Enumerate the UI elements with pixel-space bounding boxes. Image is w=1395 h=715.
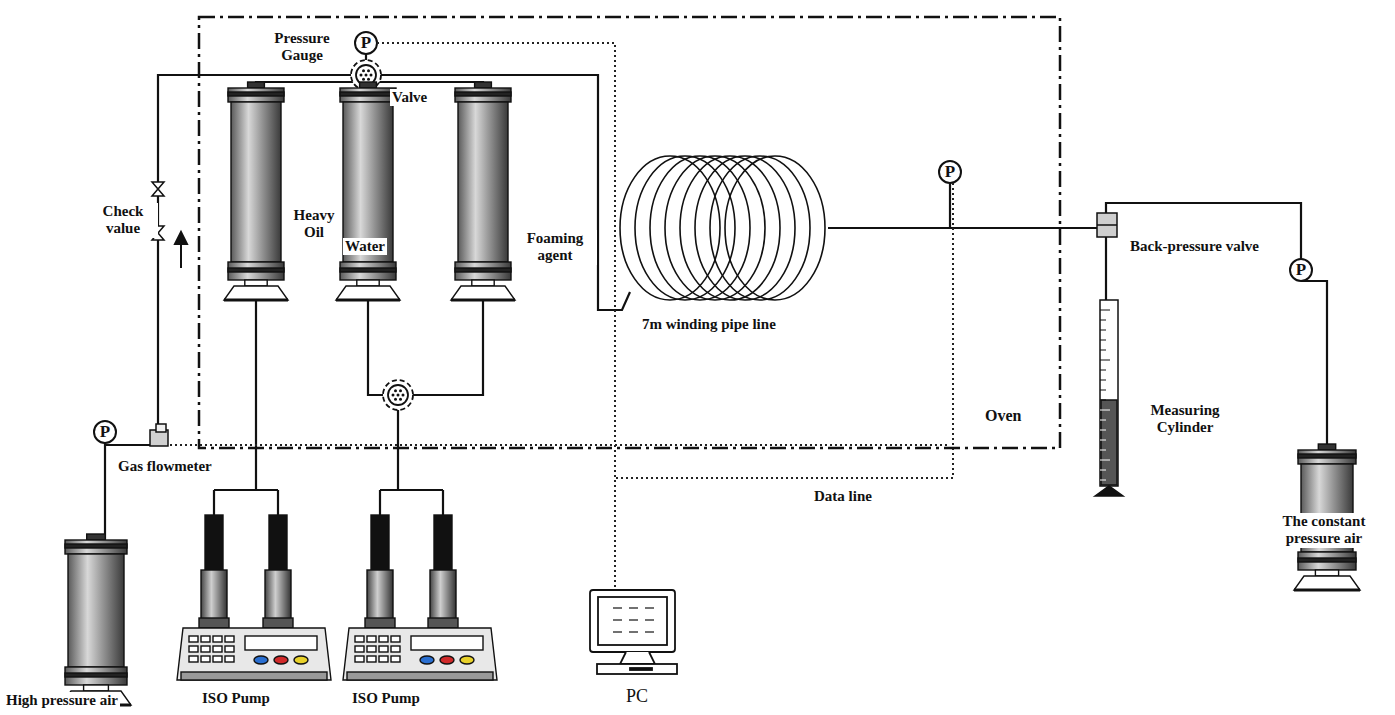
graduation-tick [1100,370,1106,371]
valve-port [402,394,405,397]
screen-mark [629,631,638,632]
back-pressure-valve-symbol [1097,213,1117,237]
piston-cylinder [61,534,131,705]
screen-mark [629,619,638,620]
iso-pump-symbol [343,515,497,680]
data-line [170,43,953,590]
graduation-tick [1100,390,1106,391]
graduation-tick [1100,400,1106,401]
flow-arrow [175,232,187,268]
valve-port [367,78,370,81]
graduation-tick [1100,450,1106,451]
gauge-letter: P [355,33,377,53]
screen-mark [645,631,654,632]
pump-label: ISO Pump [200,690,272,707]
check-valve-label: Check value [88,203,158,238]
graduation-tick [1100,360,1110,361]
valve-port [392,394,395,397]
valve-port [360,74,363,77]
graduation-tick [1100,330,1106,331]
graduation-tick [1100,410,1110,411]
flowmeter-label: Gas flowmeter [116,458,214,475]
graduation-tick [1100,340,1106,341]
pc-symbol [590,590,677,674]
pump-label: ISO Pump [350,690,422,707]
valve-port [394,389,397,392]
pipe-label: 7m winding pipe line [640,316,778,333]
valve-port [399,398,402,401]
valve-port [399,389,402,392]
pc-label: PC [624,686,650,707]
pressure-gauge-symbol [94,32,1312,443]
graduation-tick [1100,310,1110,311]
air-label: The constant pressure air [1257,513,1391,548]
data-line-label: Data line [812,488,874,505]
graduation-tick [1100,470,1106,471]
gauge-label: Pressure Gauge [250,30,354,65]
gauge-letter: P [94,422,116,442]
cylinder-label: Heavy Oil [287,207,341,242]
screen-mark [613,607,622,608]
gauge-letter: P [939,162,961,182]
graduation-tick [1100,460,1110,461]
graduation-tick [1100,430,1106,431]
measuring-cylinder-symbol [1095,300,1123,496]
gas-flowmeter-symbol [150,424,168,446]
valve-port [367,69,370,72]
graduation-tick [1100,420,1106,421]
iso-pump-symbol [177,515,331,680]
pipe-lines [105,54,1327,540]
valve-label: Back-pressure valve [1128,238,1262,255]
oven-label: Oven [983,407,1023,425]
valve-port [397,394,400,397]
winding-coil [620,156,825,300]
air-label: High pressure air [4,692,120,709]
valve-label: Valve [390,89,429,106]
valve-port [365,74,368,77]
cylinder-label: Foaming agent [513,230,597,265]
screen-mark [645,607,654,608]
screen-mark [645,619,654,620]
graduation-tick [1100,350,1106,351]
valve-port [394,398,397,401]
cylinder-label: Measuring Cylinder [1128,402,1242,437]
graduation-tick [1100,440,1106,441]
valve-port [362,78,365,81]
graduation-tick [1100,480,1106,481]
piston-cylinder [451,82,515,300]
cylinder-label: Water [343,238,387,255]
screen-mark [613,619,622,620]
screen-mark [629,607,638,608]
graduation-tick [1100,320,1106,321]
gauge-letter: P [1290,260,1312,280]
valve-port [370,74,373,77]
piston-cylinder [336,82,400,300]
graduation-tick [1100,380,1106,381]
valve-port [362,69,365,72]
screen-mark [613,631,622,632]
piston-cylinder [224,82,288,300]
coil-ring [725,156,825,300]
